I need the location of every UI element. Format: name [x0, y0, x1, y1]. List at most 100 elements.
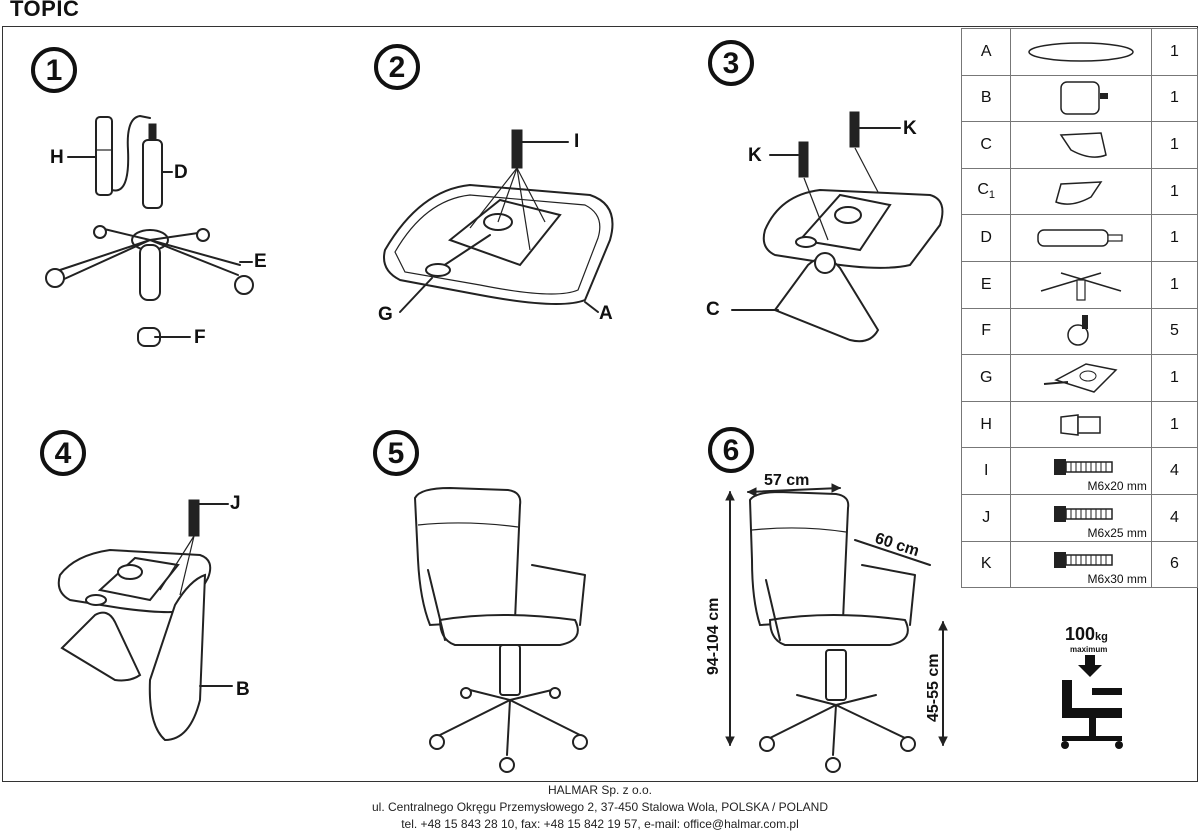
part-letter: C: [960, 121, 1012, 169]
part-letter-text: J: [982, 508, 991, 526]
part-letter-text: K: [980, 555, 992, 573]
part-quantity: 1: [1150, 121, 1199, 169]
footer-address: ul. Centralnego Okręgu Przemysłowego 2, …: [371, 800, 828, 814]
step5-illustration: [413, 486, 588, 773]
callout-D: D: [174, 162, 188, 183]
callout-J: J: [230, 493, 241, 514]
part-letter-text: G: [979, 368, 993, 386]
part-letter-text: H: [980, 415, 992, 433]
part-letter: D: [960, 214, 1012, 262]
part-letter-text: F: [981, 322, 992, 340]
gas-lift-icon: [1037, 229, 1123, 247]
step-number-6: 6: [708, 427, 754, 473]
part-illustration: [1010, 307, 1152, 356]
bolt-icon: [1054, 552, 1113, 569]
part-letter-text: C: [977, 181, 989, 199]
part-letter: E: [960, 260, 1012, 309]
part-quantity: 1: [1150, 214, 1199, 262]
backrest-icon: [1060, 81, 1109, 116]
part-letter: C1: [960, 167, 1012, 216]
part-illustration: M6x30 mm: [1010, 540, 1152, 589]
part-letter: H: [960, 400, 1012, 449]
step1-illustration: [45, 115, 254, 347]
max-load-caption: maximum: [1070, 645, 1108, 654]
callout-A: A: [599, 303, 613, 324]
castor-icon: [1067, 315, 1089, 347]
part-letter: G: [960, 354, 1012, 402]
part-quantity: 1: [1150, 74, 1199, 123]
step3-illustration: [731, 111, 944, 343]
part-illustration: [1010, 28, 1152, 76]
part-illustration: [1010, 121, 1152, 169]
part-letter-text: E: [980, 275, 992, 293]
part-letter: A: [960, 28, 1012, 76]
dimension-seat-height: 45-55 cm: [925, 653, 942, 723]
part-quantity: 6: [1150, 540, 1199, 589]
armrest-right-icon: [1059, 132, 1108, 158]
callout-I: I: [574, 131, 580, 152]
part-spec: M6x20 mm: [1087, 478, 1147, 493]
callout-C: C: [706, 299, 720, 320]
base-star-icon: [1040, 272, 1122, 301]
footer-contact: tel. +48 15 843 28 10, fax: +48 15 842 1…: [401, 817, 799, 831]
step-number-4: 4: [40, 430, 86, 476]
document-title: TOPIC: [10, 0, 80, 21]
footer-company: HALMAR Sp. z o.o.: [547, 783, 653, 797]
part-spec: M6x30 mm: [1087, 572, 1147, 587]
part-illustration: [1010, 74, 1152, 123]
step4-illustration: [57, 499, 233, 742]
part-illustration: M6x25 mm: [1010, 493, 1152, 542]
callout-K-right: K: [903, 118, 917, 139]
step2-illustration: [383, 129, 614, 313]
step6-illustration: [725, 483, 948, 773]
part-letter-subscript: 1: [988, 189, 996, 202]
part-illustration: [1010, 214, 1152, 262]
bolt-icon: [1054, 459, 1113, 476]
part-quantity: 1: [1150, 260, 1199, 309]
part-letter-text: A: [980, 42, 992, 60]
part-letter: J: [960, 493, 1012, 542]
part-quantity: 1: [1150, 354, 1199, 402]
part-illustration: [1010, 400, 1152, 449]
callout-E: E: [254, 251, 267, 272]
step-number-2: 2: [374, 44, 420, 90]
part-letter: I: [960, 447, 1012, 495]
step-number-5: 5: [373, 430, 419, 476]
dimension-height: 94-104 cm: [705, 597, 722, 675]
callout-K-left: K: [748, 145, 762, 166]
part-quantity: 1: [1150, 400, 1199, 449]
step-number-3: 3: [708, 40, 754, 86]
part-illustration: [1010, 167, 1152, 216]
part-quantity: 1: [1150, 28, 1199, 76]
callout-F: F: [194, 327, 206, 348]
part-quantity: 4: [1150, 493, 1199, 542]
part-quantity: 1: [1150, 167, 1199, 216]
part-letter: K: [960, 540, 1012, 589]
bolt-icon: [1054, 505, 1113, 522]
max-load-label: 100kg: [1065, 624, 1108, 644]
part-quantity: 5: [1150, 307, 1199, 356]
part-letter: F: [960, 307, 1012, 356]
max-load-chair-icon: [1061, 655, 1123, 749]
step-number-1: 1: [31, 47, 77, 93]
part-letter-text: B: [980, 89, 992, 107]
callout-B: B: [236, 679, 250, 700]
part-letter-text: C: [980, 135, 992, 153]
instruction-frame: [2, 26, 1198, 782]
seat-icon: [1028, 42, 1134, 62]
part-letter: B: [960, 74, 1012, 123]
